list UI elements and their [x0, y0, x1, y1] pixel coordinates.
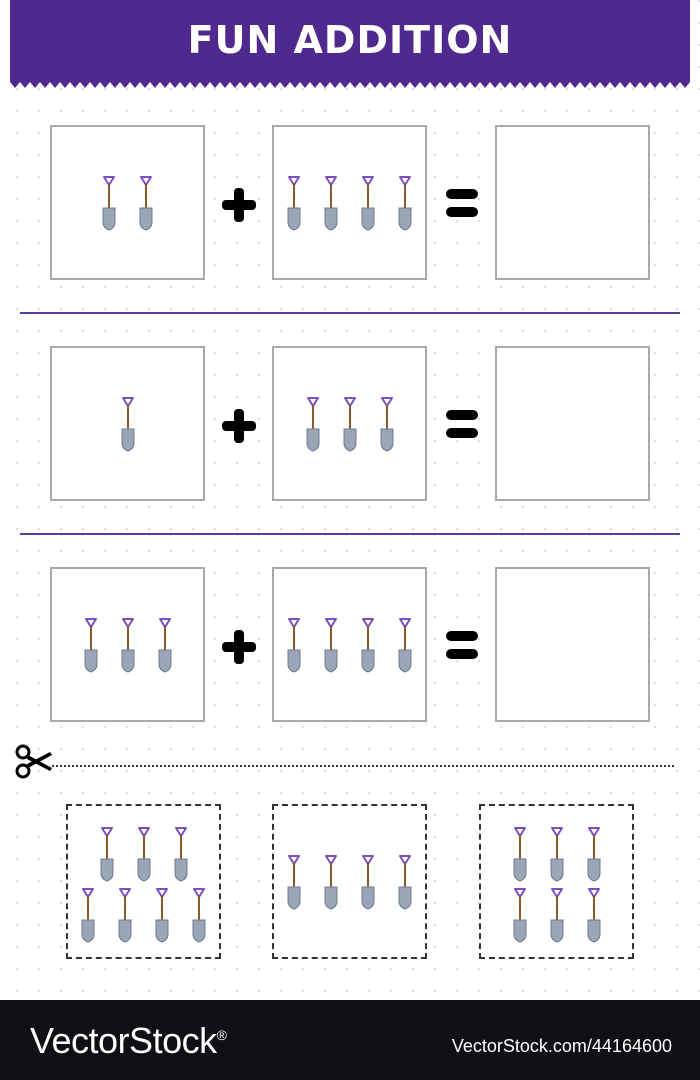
shovel-icon	[191, 887, 207, 943]
shovel-icon	[342, 396, 358, 452]
equals-icon	[446, 189, 478, 221]
equals-icon	[446, 631, 478, 663]
page-title: FUN ADDITION	[187, 18, 513, 62]
problem-1-answer-box[interactable]	[495, 125, 650, 280]
shovel-icon	[120, 617, 136, 673]
shovel-icon	[138, 175, 154, 231]
shovel-icon	[360, 854, 376, 910]
shovel-icon	[512, 887, 528, 943]
shovel-icon	[397, 617, 413, 673]
shovel-icon	[154, 887, 170, 943]
banner-shape	[10, 0, 690, 88]
shovel-icon	[286, 617, 302, 673]
shovel-icon	[586, 826, 602, 882]
cut-line	[52, 765, 674, 767]
shovel-icon	[101, 175, 117, 231]
shovel-icon	[360, 617, 376, 673]
shovel-icon	[379, 396, 395, 452]
shovel-icon	[397, 175, 413, 231]
shovel-icon	[512, 826, 528, 882]
row-divider	[20, 533, 680, 535]
shovel-icon	[586, 887, 602, 943]
shovel-icon	[305, 396, 321, 452]
shovel-icon	[136, 826, 152, 882]
footer-bar: VectorStock® VectorStock.com/44164600	[0, 1000, 700, 1080]
shovel-icon	[323, 175, 339, 231]
worksheet: FUN ADDITION	[0, 0, 700, 1000]
problem-1-right-box	[272, 125, 427, 280]
shovel-icon	[80, 887, 96, 943]
brand-logo: VectorStock®	[30, 1020, 227, 1061]
shovel-icon	[157, 617, 173, 673]
plus-icon	[222, 630, 256, 668]
shovel-icon	[323, 617, 339, 673]
equals-icon	[446, 410, 478, 442]
cutout-box-2[interactable]	[272, 804, 427, 959]
row-divider	[20, 312, 680, 314]
shovel-icon	[360, 175, 376, 231]
stock-id: VectorStock.com/44164600	[451, 1036, 672, 1056]
plus-icon	[222, 188, 256, 226]
shovel-icon	[286, 854, 302, 910]
shovel-icon	[173, 826, 189, 882]
shovel-icon	[397, 854, 413, 910]
shovel-icon	[117, 887, 133, 943]
shovel-icon	[120, 396, 136, 452]
shovel-icon	[83, 617, 99, 673]
shovel-icon	[323, 854, 339, 910]
problem-1-left-box	[50, 125, 205, 280]
shovel-icon	[99, 826, 115, 882]
problem-3-answer-box[interactable]	[495, 567, 650, 722]
plus-icon	[222, 409, 256, 447]
header-banner: FUN ADDITION	[10, 0, 690, 90]
shovel-icon	[286, 175, 302, 231]
problem-2-answer-box[interactable]	[495, 346, 650, 501]
problem-3-right-box	[272, 567, 427, 722]
shovel-icon	[549, 887, 565, 943]
shovel-icon	[549, 826, 565, 882]
scissors-icon	[14, 744, 54, 784]
